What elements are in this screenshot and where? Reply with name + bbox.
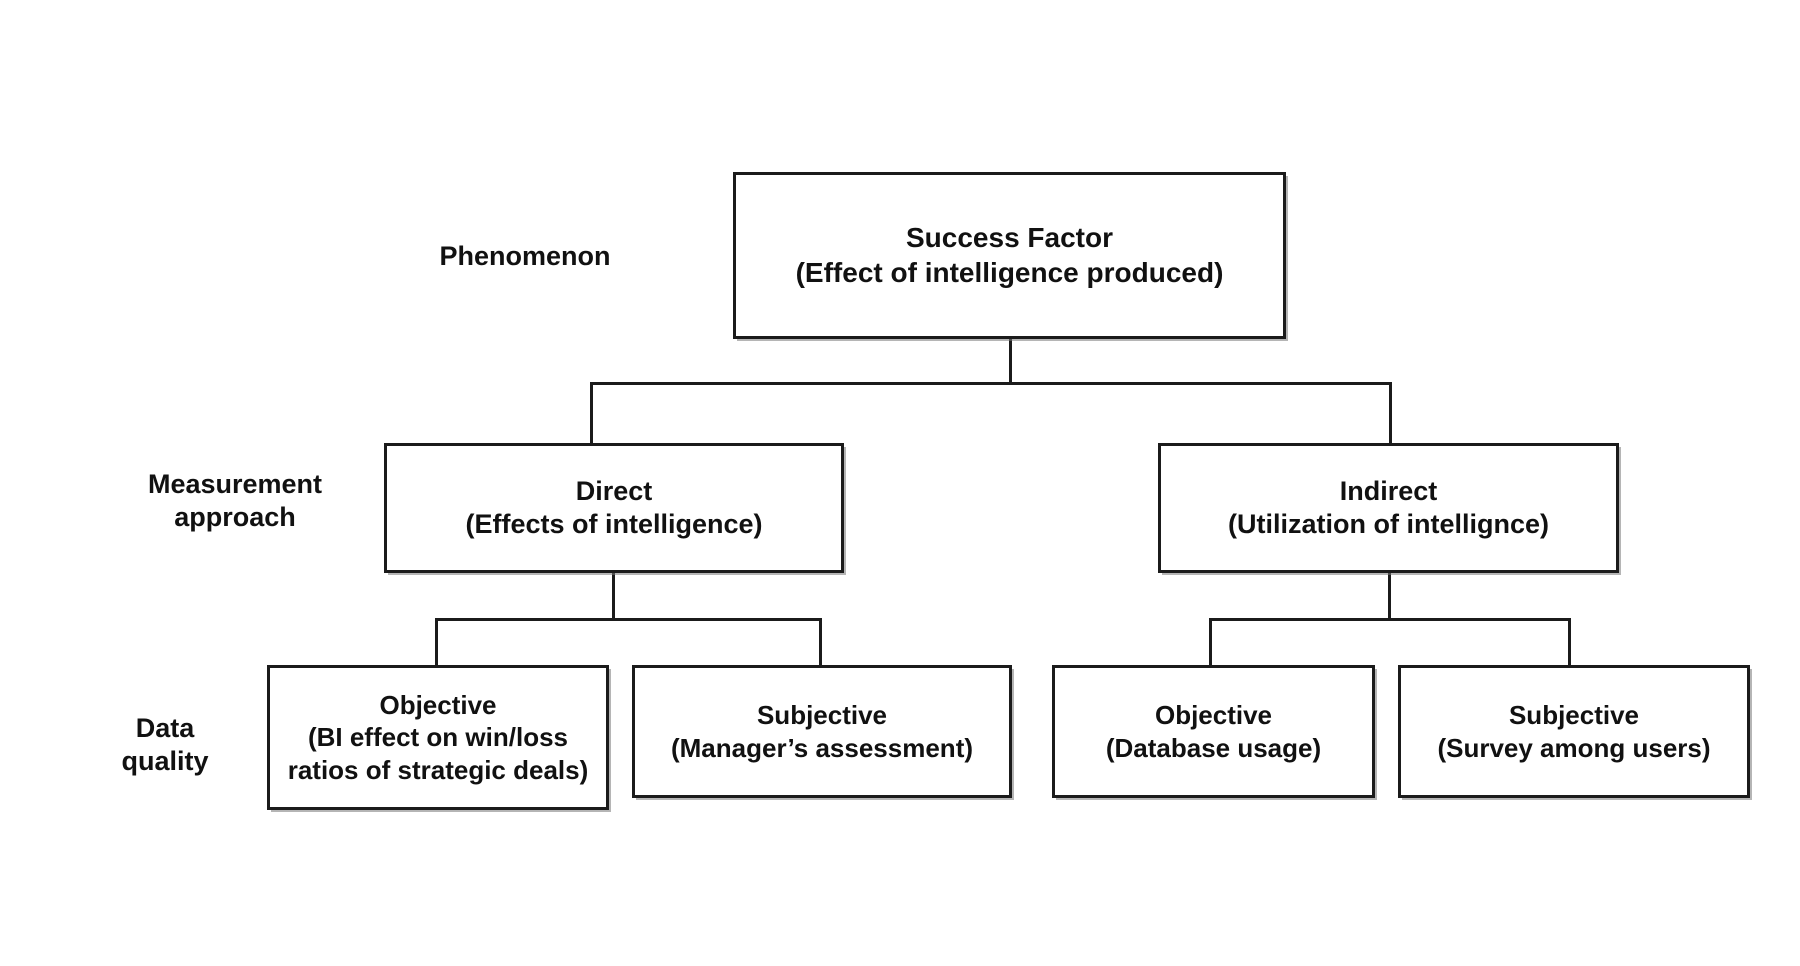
connector-indirect-subjective-drop: [1568, 618, 1571, 666]
connector-direct-objective-drop: [435, 618, 438, 666]
node-direct-title: Direct: [575, 475, 653, 506]
connector-direct-drop: [590, 382, 593, 444]
connector-root-stem: [1009, 338, 1012, 384]
row-label-measurement-approach: Measurement approach: [147, 469, 323, 532]
connector-direct-children-bus: [435, 618, 822, 621]
row-label-phenomenon: Phenomenon: [439, 241, 611, 271]
node-indirect-subjective-title: Subjective: [1508, 700, 1640, 731]
connector-indirect-children-bus: [1209, 618, 1571, 621]
node-success-factor-title: Success Factor: [906, 221, 1113, 253]
node-direct-subjective-subtitle: (Manager’s assessment): [670, 732, 974, 763]
node-indirect-subtitle: (Utilization of intellignce): [1228, 509, 1549, 539]
row-label-data-quality: Data quality: [121, 713, 209, 776]
node-indirect-subjective-subtitle: (Survey among users): [1437, 732, 1711, 763]
node-indirect-title: Indirect: [1339, 475, 1438, 506]
node-indirect-objective-subtitle: (Database usage): [1105, 732, 1322, 763]
node-direct-subjective[interactable]: Subjective (Manager’s assessment): [632, 665, 1012, 798]
node-direct-objective-title: Objective: [379, 690, 497, 721]
connector-direct-subjective-drop: [819, 618, 822, 666]
node-indirect[interactable]: Indirect (Utilization of intellignce): [1158, 443, 1619, 573]
node-direct-objective[interactable]: Objective (BI effect on win/loss ratios …: [267, 665, 609, 810]
node-direct-objective-subtitle: (BI effect on win/loss ratios of strateg…: [287, 722, 589, 785]
node-indirect-subjective[interactable]: Subjective (Survey among users): [1398, 665, 1750, 798]
node-success-factor[interactable]: Success Factor (Effect of intelligence p…: [733, 172, 1286, 339]
connector-indirect-stem: [1388, 572, 1391, 620]
connector-indirect-drop: [1389, 382, 1392, 444]
connector-indirect-objective-drop: [1209, 618, 1212, 666]
node-direct[interactable]: Direct (Effects of intelligence): [384, 443, 844, 573]
node-success-factor-subtitle: (Effect of intelligence produced): [795, 256, 1224, 288]
node-direct-subjective-title: Subjective: [756, 700, 888, 731]
node-indirect-objective[interactable]: Objective (Database usage): [1052, 665, 1375, 798]
connector-direct-stem: [612, 572, 615, 620]
connector-level2-bus: [590, 382, 1392, 385]
node-indirect-objective-title: Objective: [1154, 700, 1273, 731]
node-direct-subtitle: (Effects of intelligence): [465, 509, 763, 539]
